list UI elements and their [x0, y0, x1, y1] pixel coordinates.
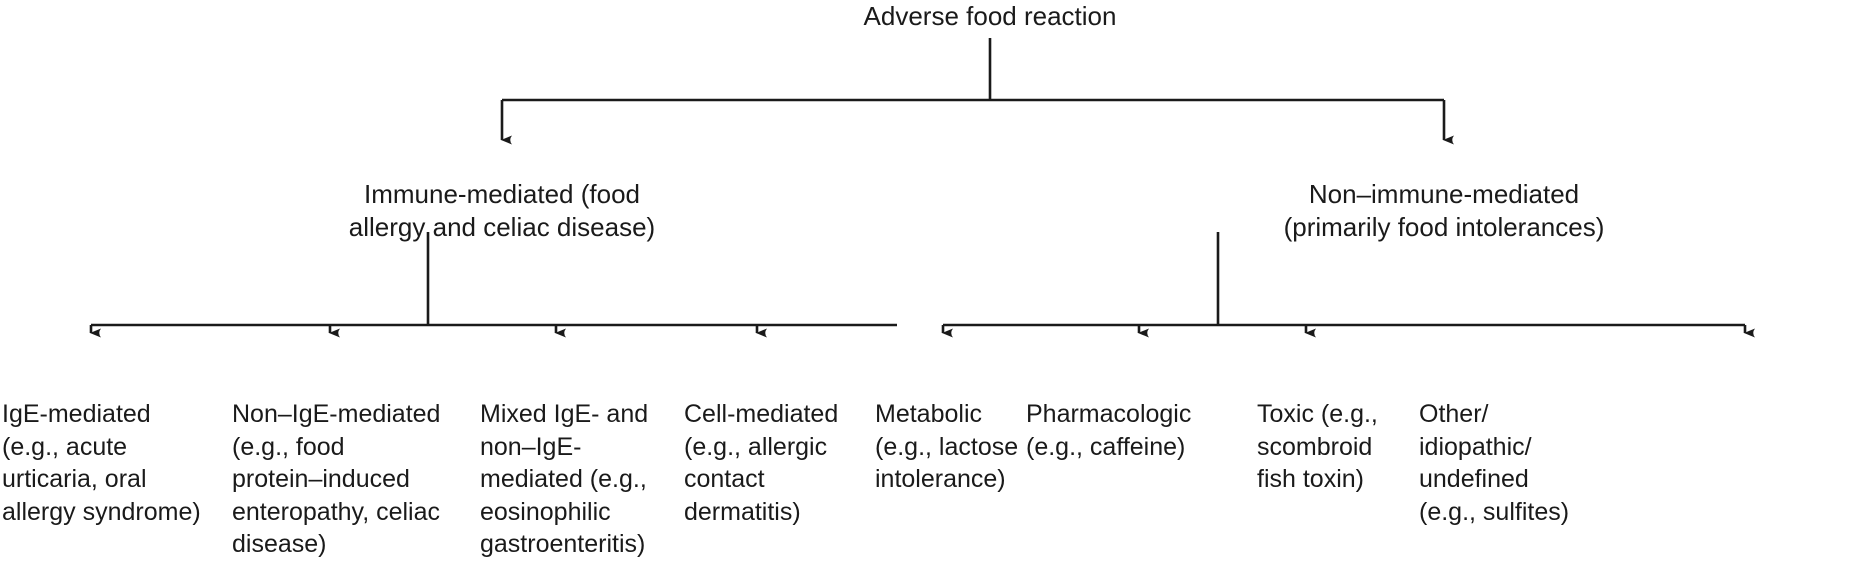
node-leaf-ige-mediated: IgE-mediated (e.g., acute urticaria, ora… [2, 400, 201, 526]
node-leaf-non-ige-mediated: Non–IgE-mediated (e.g., food protein–ind… [232, 400, 441, 558]
node-leaf-cell-mediated: Cell-mediated (e.g., allergic contact de… [684, 400, 839, 526]
node-non-immune-mediated: Non–immune-mediated (primarily food into… [1283, 179, 1605, 243]
node-immune-mediated: Immune-mediated (food allergy and celiac… [348, 179, 656, 243]
node-leaf-toxic: Toxic (e.g., scombroid fish toxin) [1257, 400, 1378, 493]
node-leaf-pharmacologic: Pharmacologic (e.g., caffeine) [1026, 400, 1192, 461]
node-leaf-other-idiopathic-undefined: Other/ idiopathic/ undefined (e.g., sulf… [1419, 400, 1570, 526]
node-leaf-metabolic: Metabolic (e.g., lactose intolerance) [875, 400, 1019, 493]
node-leaf-mixed-ige-and-non-ige-mediated: Mixed IgE- and non–IgE- mediated (e.g., … [480, 400, 649, 558]
node-root-adverse-food-reaction: Adverse food reaction [863, 1, 1117, 31]
